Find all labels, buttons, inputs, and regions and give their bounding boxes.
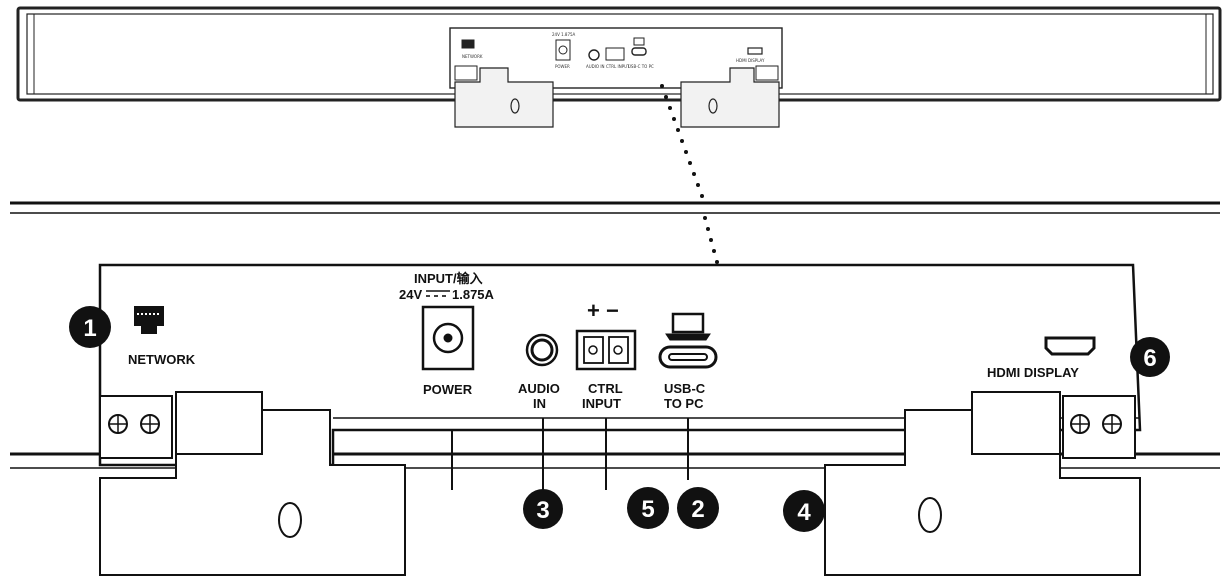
callout-1: 1 xyxy=(69,306,111,348)
overview-network-label: NETWORK xyxy=(462,54,483,59)
svg-text:2: 2 xyxy=(691,496,704,523)
overview-left-bracket xyxy=(454,67,554,128)
usb-c-port: USB-C TO PC xyxy=(658,312,718,480)
power-port: INPUT/输入 24V 1.875A POWER xyxy=(399,271,495,490)
svg-text:1: 1 xyxy=(83,315,96,342)
svg-text:3: 3 xyxy=(536,497,549,524)
network-port: NETWORK xyxy=(128,306,196,367)
ctrl-label-line1: CTRL xyxy=(588,381,623,396)
overview-tiny-labels: NETWORK 24V 1.875A POWER AUDIO IN CTRL I… xyxy=(462,32,765,69)
computer-icon xyxy=(665,312,711,341)
bracket-hole xyxy=(278,502,302,538)
audio-label-line2: IN xyxy=(533,396,546,411)
power-jack-icon xyxy=(421,305,475,371)
svg-text:4: 4 xyxy=(797,499,811,526)
right-mounting-bracket xyxy=(824,391,1141,576)
hdmi-port: HDMI DISPLAY xyxy=(987,336,1096,380)
usb-label-line2: TO PC xyxy=(664,396,704,411)
overview-hdmi-label: HDMI DISPLAY xyxy=(736,58,765,63)
audio-jack-icon xyxy=(525,333,559,367)
usb-label-line1: USB-C xyxy=(664,381,706,396)
overview-ctrl-label: CTRL INPUT xyxy=(606,64,630,69)
network-label: NETWORK xyxy=(128,352,196,367)
input-rating-line1: INPUT/输入 xyxy=(414,271,483,286)
ctrl-terminal-icon xyxy=(575,329,637,371)
svg-text:5: 5 xyxy=(641,496,654,523)
left-mounting-bracket xyxy=(99,391,406,576)
input-rating-current: 1.875A xyxy=(452,287,495,302)
ctrl-polarity-label: + − xyxy=(587,298,619,323)
overview-usb-label: USB-C TO PC xyxy=(628,64,654,69)
dc-symbol xyxy=(426,290,450,297)
callout-3: 3 xyxy=(523,489,563,529)
callout-2: 2 xyxy=(677,487,719,529)
bracket-hole xyxy=(918,497,942,533)
overview-power-label: POWER xyxy=(555,64,570,69)
overview-input-label: 24V 1.875A xyxy=(552,32,576,37)
input-rating-voltage: 24V xyxy=(399,287,422,302)
callout-6: 6 xyxy=(1130,337,1170,377)
hdmi-icon xyxy=(1044,336,1096,356)
svg-text:6: 6 xyxy=(1143,345,1156,372)
callout-4: 4 xyxy=(783,490,825,532)
power-label: POWER xyxy=(423,382,473,397)
overview-right-bracket xyxy=(680,67,780,128)
overview-audio-label: AUDIO IN xyxy=(586,64,605,69)
network-icon xyxy=(134,306,164,334)
callout-5: 5 xyxy=(627,487,669,529)
zoom-dotted-line xyxy=(660,84,728,295)
soundbar-overview xyxy=(16,6,1222,128)
audio-label-line1: AUDIO xyxy=(518,381,560,396)
hdmi-label: HDMI DISPLAY xyxy=(987,365,1079,380)
usb-c-icon xyxy=(658,345,718,369)
ctrl-input-port: + − CTRL INPUT xyxy=(575,298,637,490)
ctrl-label-line2: INPUT xyxy=(582,396,621,411)
audio-in-port: AUDIO IN xyxy=(518,333,560,490)
